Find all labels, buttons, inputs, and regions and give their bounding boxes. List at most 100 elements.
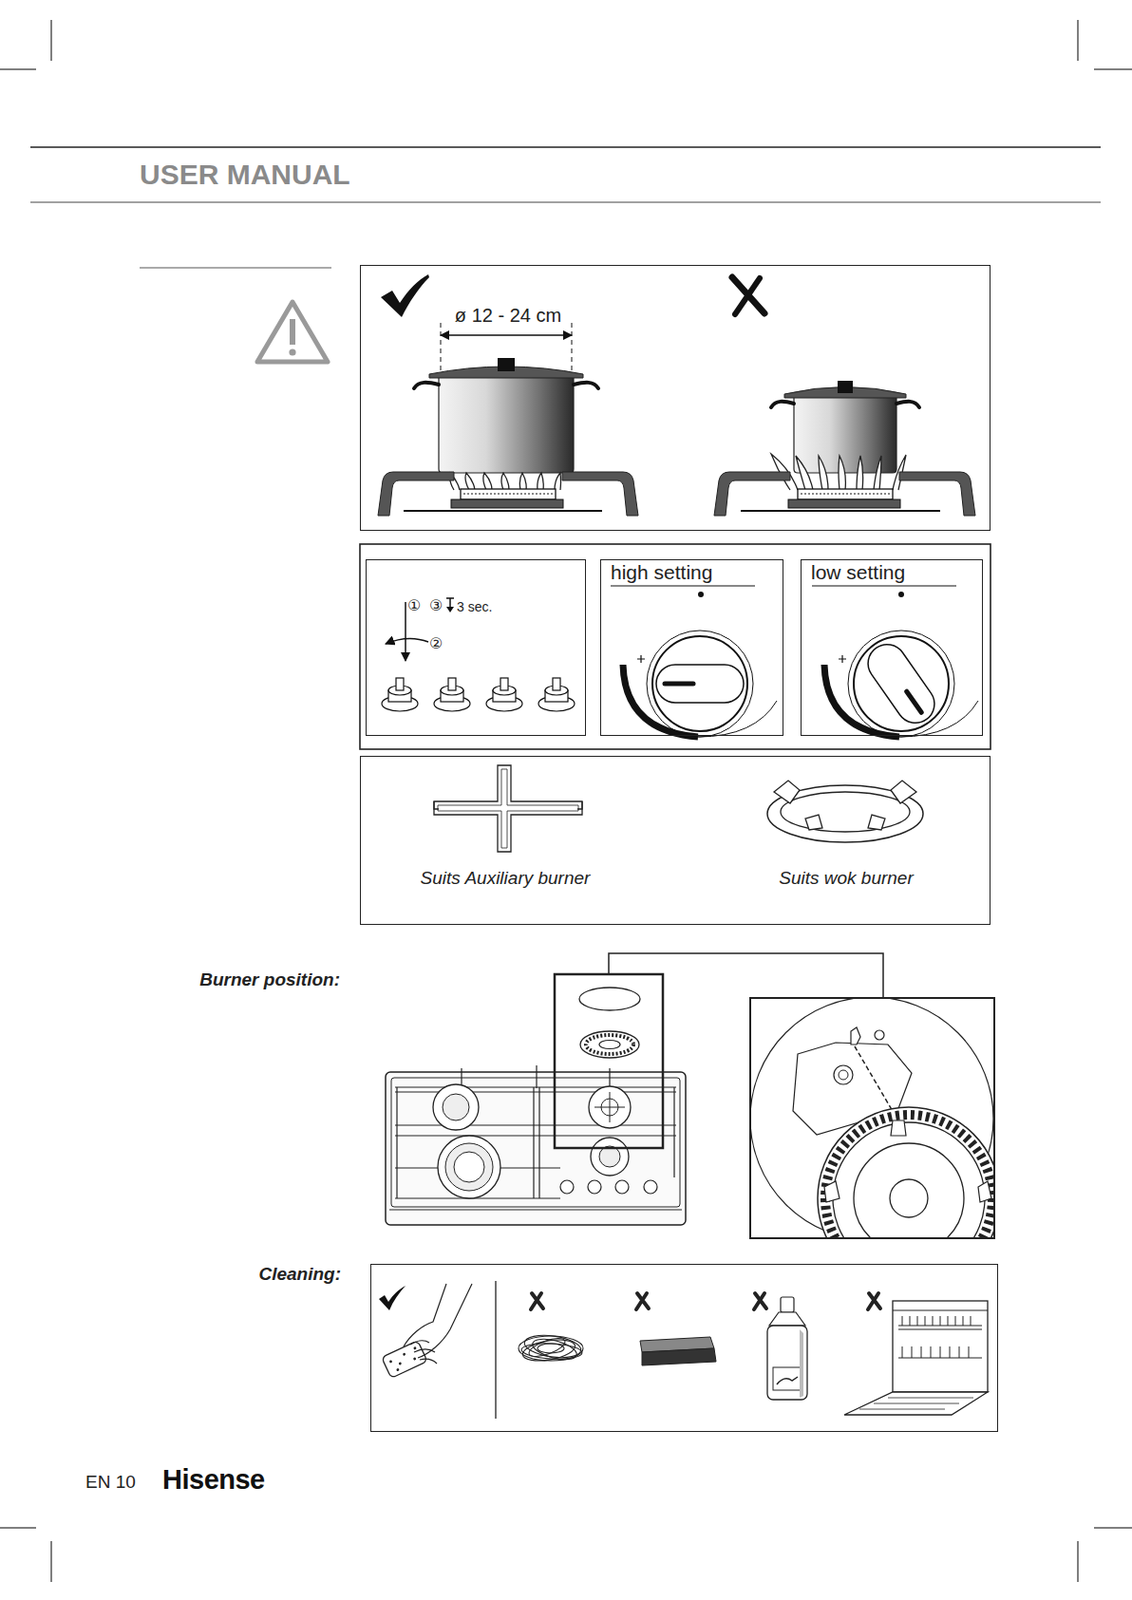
burner-detail-view — [874, 1030, 885, 1040]
ignition-illustration — [500, 678, 509, 691]
cleaning-illustration — [898, 1325, 982, 1330]
hob-illustration — [594, 1092, 625, 1123]
hob-illustration — [445, 1143, 493, 1191]
crop-marks — [1094, 1528, 1132, 1529]
ignition-box: ①③ 3 sec. ② — [365, 559, 586, 736]
ignition-illustration — [446, 606, 454, 613]
correct-pot-illustration — [438, 376, 574, 473]
burner-detail-view — [817, 1107, 994, 1238]
hob-illustration — [587, 1180, 602, 1194]
burner-detail-view — [824, 1181, 840, 1203]
correct-pot-illustration — [573, 382, 599, 389]
high-setting-knob — [652, 636, 748, 732]
ignition-illustration — [385, 638, 429, 644]
cleaning-illustration — [844, 1392, 988, 1415]
brand-logo: Hisense — [162, 1464, 265, 1495]
burner-detail-view — [792, 1042, 912, 1135]
correct-pot-illustration — [440, 334, 572, 337]
hob-illustration — [599, 1146, 621, 1168]
pan-support-illustration — [890, 780, 917, 804]
wrong-pot-illustration — [837, 380, 853, 394]
burner-detail-view — [890, 1120, 906, 1136]
hob-illustration — [395, 1124, 677, 1126]
controls-panel-frame — [359, 544, 991, 750]
wrong-pot-illustration — [896, 401, 920, 408]
burner-exploded-view — [579, 987, 641, 1011]
step-number: ② — [429, 634, 443, 654]
hob-illustration — [385, 1065, 686, 1226]
hob-illustration — [395, 1086, 677, 1088]
wrong-pot-illustration — [732, 277, 765, 314]
section-heading: Cleaning: — [258, 1263, 341, 1286]
correct-pot-illustration — [377, 471, 454, 516]
burner-detail-view — [853, 1143, 964, 1238]
header-rules — [30, 146, 1101, 149]
dimension-label: ø 12 - 24 cm — [451, 303, 566, 327]
low-setting-knob — [811, 585, 979, 737]
low-setting-knob — [838, 655, 847, 663]
hob-illustration — [615, 1180, 629, 1194]
hob-illustration — [389, 1209, 682, 1211]
cleaning-illustration — [521, 1341, 584, 1360]
warning-symbol — [289, 319, 296, 345]
cleaning-illustration — [413, 1346, 417, 1351]
step-number: ① — [407, 596, 421, 616]
crop-marks — [0, 19, 1132, 1583]
cleaning-illustration — [378, 1285, 406, 1311]
page-title: USER MANUAL — [139, 157, 351, 192]
cleaning-illustration — [402, 1352, 407, 1357]
crop-marks — [0, 69, 37, 71]
hob-illustration — [396, 1087, 397, 1199]
ignition-illustration — [404, 602, 407, 661]
time-label: 3 sec. — [456, 597, 492, 617]
setting-label: low setting — [811, 561, 906, 585]
cleaning-illustration — [892, 1310, 988, 1312]
cleaning-panel: Cleaning: — [370, 1264, 999, 1433]
pan-support-panel: Suits Auxiliary burnerSuits wok burner — [359, 755, 991, 925]
ignition-illustration — [381, 678, 575, 712]
low-setting-knob — [906, 691, 922, 713]
pan-support-illustration — [805, 814, 823, 831]
hob-illustration — [395, 1197, 561, 1199]
step-number: ③ — [429, 596, 443, 616]
correct-pot-illustration — [377, 274, 639, 516]
cleaning-illustration — [754, 1293, 767, 1310]
header-rules — [30, 147, 1101, 203]
cleaning-illustration — [769, 1312, 806, 1326]
cleaning-illustration — [530, 1293, 544, 1310]
hob-illustration — [535, 1065, 537, 1089]
hob-illustration — [538, 1087, 540, 1199]
hob-illustration — [395, 1091, 677, 1093]
burner-detail-view — [833, 1065, 853, 1085]
hob-illustration — [442, 1094, 470, 1121]
cleaning-illustration — [799, 1329, 804, 1398]
burner-exploded-view — [608, 953, 884, 999]
wrong-pot-illustration — [800, 493, 890, 495]
wrong-pot-illustration — [740, 509, 941, 512]
cleaning-illustration — [518, 1332, 584, 1365]
hob-illustration — [532, 1087, 534, 1199]
cleaning-illustration — [867, 1293, 881, 1310]
ignition-illustration — [552, 678, 561, 691]
cleaning-illustration — [636, 1293, 649, 1310]
burner-detail-view — [751, 999, 994, 1238]
section-heading: Burner position: — [0, 968, 340, 992]
hob-illustration — [608, 1068, 610, 1089]
burner-detail-view — [838, 1070, 849, 1080]
controls-panel-frame — [359, 544, 991, 750]
cleaning-illustration — [776, 1377, 798, 1385]
burner-exploded-view — [599, 1040, 621, 1050]
cleaning-illustration — [403, 1283, 472, 1364]
pot-size-panel: ø 12 - 24 cm — [359, 264, 991, 531]
cleaning-illustration — [767, 1325, 808, 1400]
cleaning-illustration — [859, 1397, 974, 1410]
warning-symbol — [139, 267, 332, 362]
warning-symbol — [288, 348, 296, 356]
high-setting-knob — [610, 585, 777, 737]
wrong-pot-illustration — [788, 499, 901, 509]
correct-pot-illustration — [463, 493, 553, 495]
correct-pot-illustration — [450, 472, 562, 491]
hob-illustration — [588, 1086, 631, 1129]
